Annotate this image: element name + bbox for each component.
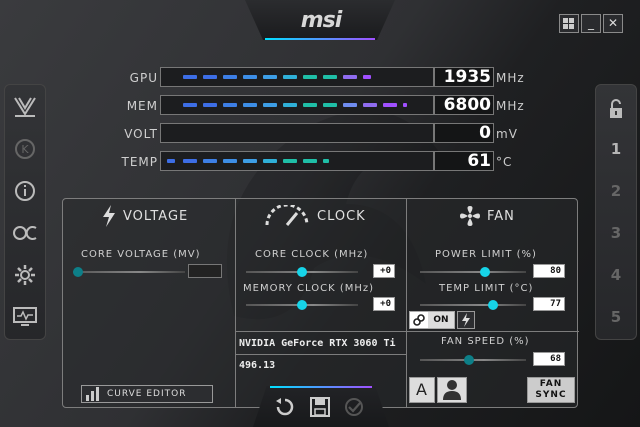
core-clock-slider[interactable] bbox=[246, 267, 358, 277]
right-toolbar: 1 2 3 4 5 bbox=[595, 84, 637, 340]
volt-bar bbox=[160, 123, 434, 143]
info-icon[interactable] bbox=[5, 171, 45, 211]
core-clock-label: CORE CLOCK (MHz) bbox=[255, 249, 369, 260]
k-boost-icon[interactable]: K bbox=[5, 129, 45, 169]
fan-speed-label: FAN SPEED (%) bbox=[441, 336, 530, 347]
fan-user-button[interactable] bbox=[437, 377, 467, 403]
curve-editor-label: CURVE EDITOR bbox=[107, 389, 187, 399]
close-button[interactable]: ✕ bbox=[603, 14, 623, 33]
lightning-icon bbox=[103, 205, 115, 227]
mem-unit: MHz bbox=[496, 99, 525, 113]
core-clock-knob[interactable] bbox=[297, 267, 307, 277]
lightning-small-icon bbox=[462, 313, 470, 327]
save-icon[interactable] bbox=[309, 396, 331, 418]
profile-3-button[interactable]: 3 bbox=[610, 224, 622, 242]
bar-graph-icon bbox=[86, 387, 99, 401]
core-voltage-knob[interactable] bbox=[73, 267, 83, 277]
memory-clock-label: MEMORY CLOCK (MHz) bbox=[243, 283, 375, 294]
core-voltage-slider[interactable] bbox=[73, 267, 185, 277]
memory-clock-slider[interactable] bbox=[246, 300, 358, 310]
gpu-bar bbox=[160, 67, 434, 87]
memory-clock-knob[interactable] bbox=[297, 300, 307, 310]
minimize-button[interactable]: _ bbox=[581, 14, 601, 33]
footer-accent-line bbox=[270, 386, 372, 388]
windows-icon[interactable] bbox=[559, 14, 579, 33]
header-accent-line bbox=[265, 38, 375, 40]
mem-clock-value: 6800 bbox=[434, 95, 494, 115]
temp-limit-knob[interactable] bbox=[488, 300, 498, 310]
fan-speed-field[interactable]: 68 bbox=[533, 352, 565, 366]
voltage-header: VOLTAGE bbox=[101, 205, 188, 227]
volt-value: 0 bbox=[434, 123, 494, 143]
footer-plate bbox=[253, 386, 389, 427]
link-toggle[interactable]: ON bbox=[409, 311, 455, 329]
fan-speed-slider[interactable] bbox=[420, 355, 526, 365]
mem-bar bbox=[160, 95, 434, 115]
volt-unit: mV bbox=[496, 127, 518, 141]
user-icon bbox=[443, 380, 461, 400]
msi-logo: msi bbox=[300, 8, 343, 33]
power-limit-slider[interactable] bbox=[420, 267, 526, 277]
temp-priority-button[interactable] bbox=[457, 311, 475, 329]
fan-speed-knob[interactable] bbox=[464, 355, 474, 365]
fan-auto-button[interactable]: A bbox=[409, 377, 435, 403]
temp-limit-slider[interactable] bbox=[420, 300, 526, 310]
gpu-unit: MHz bbox=[496, 71, 525, 85]
power-limit-knob[interactable] bbox=[480, 267, 490, 277]
profile-2-button[interactable]: 2 bbox=[610, 182, 622, 200]
clock-title: CLOCK bbox=[317, 208, 366, 224]
oc-scanner-icon[interactable] bbox=[5, 87, 45, 127]
curve-editor-button[interactable]: CURVE EDITOR bbox=[81, 385, 213, 403]
gear-icon[interactable] bbox=[5, 255, 45, 295]
profile-4-button[interactable]: 4 bbox=[610, 266, 622, 284]
reset-icon[interactable] bbox=[274, 396, 296, 418]
link-icon bbox=[410, 312, 428, 328]
left-toolbar: K bbox=[4, 84, 46, 340]
window-controls: _ ✕ bbox=[559, 14, 623, 33]
temp-limit-field[interactable]: 77 bbox=[533, 297, 565, 311]
fan-sync-line2: SYNC bbox=[535, 390, 567, 400]
core-clock-field[interactable]: +0 bbox=[373, 264, 395, 278]
core-voltage-label: CORE VOLTAGE (MV) bbox=[81, 249, 201, 260]
temp-label: TEMP bbox=[121, 155, 158, 169]
voltage-title: VOLTAGE bbox=[123, 208, 189, 224]
speedometer-icon bbox=[265, 205, 309, 226]
header-plate bbox=[245, 0, 395, 40]
gpu-clock-value: 1935 bbox=[434, 67, 494, 87]
mem-label: MEM bbox=[126, 99, 158, 113]
temp-value: 61 bbox=[434, 151, 494, 171]
fan-title: FAN bbox=[487, 208, 515, 224]
gpu-label: GPU bbox=[129, 71, 158, 85]
fan-sync-button[interactable]: FAN SYNC bbox=[527, 377, 575, 403]
monitor-icon[interactable] bbox=[5, 297, 45, 337]
apply-icon[interactable] bbox=[343, 396, 365, 418]
profile-5-button[interactable]: 5 bbox=[610, 308, 622, 326]
power-limit-field[interactable]: 80 bbox=[533, 264, 565, 278]
lock-icon[interactable] bbox=[596, 89, 636, 129]
fan-icon bbox=[460, 206, 480, 226]
profile-1-button[interactable]: 1 bbox=[610, 140, 622, 158]
control-panel: VOLTAGE CORE VOLTAGE (MV) CURVE EDITOR C… bbox=[62, 198, 579, 408]
driver-version: 496.13 bbox=[239, 360, 276, 371]
temp-unit: °C bbox=[496, 155, 513, 169]
fan-header: FAN bbox=[459, 205, 515, 227]
volt-label: VOLT bbox=[124, 127, 158, 141]
gpu-name: NVIDIA GeForce RTX 3060 Ti bbox=[239, 338, 396, 349]
memory-clock-field[interactable]: +0 bbox=[373, 297, 395, 311]
temp-limit-label: TEMP LIMIT (°C) bbox=[439, 283, 534, 294]
oc-icon[interactable] bbox=[5, 213, 45, 253]
temp-bar bbox=[160, 151, 434, 171]
core-voltage-field[interactable] bbox=[188, 264, 222, 278]
power-limit-label: POWER LIMIT (%) bbox=[435, 249, 537, 260]
fan-sync-line1: FAN bbox=[539, 379, 563, 389]
clock-header: CLOCK bbox=[263, 205, 366, 227]
link-toggle-state: ON bbox=[428, 312, 454, 328]
svg-text:K: K bbox=[21, 143, 29, 156]
